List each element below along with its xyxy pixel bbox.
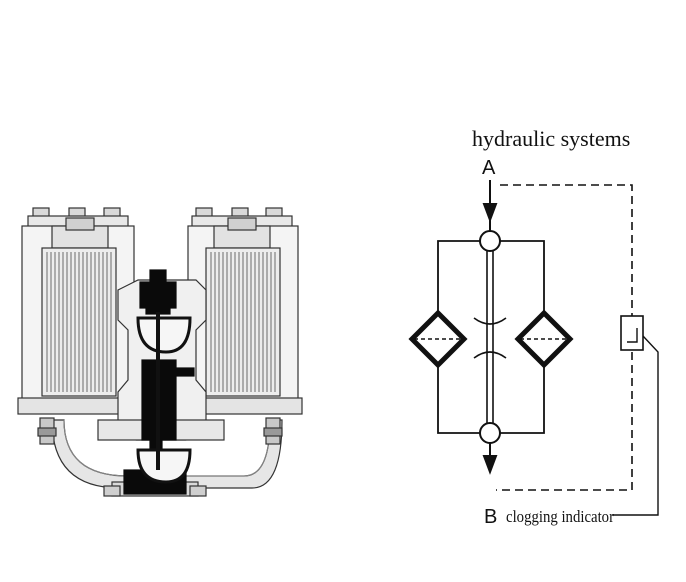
left-filter-housing bbox=[17, 207, 139, 445]
outlet-arrow bbox=[482, 455, 498, 475]
upper-valve-port bbox=[479, 230, 501, 252]
clogging-indicator-symbol bbox=[620, 315, 644, 351]
left-filter-symbol bbox=[408, 309, 468, 369]
orifice-lower bbox=[473, 351, 507, 359]
right-filter-symbol bbox=[514, 309, 574, 369]
changeover-valve bbox=[97, 269, 225, 495]
right-filter-housing bbox=[183, 207, 303, 445]
diagram-title: hydraulic systems bbox=[472, 126, 630, 151]
duplex-filter-cutaway bbox=[17, 207, 303, 497]
hydraulic-schematic: hydraulic systems A bbox=[408, 126, 659, 528]
inlet-arrow bbox=[482, 203, 498, 223]
pilot-line bbox=[496, 184, 633, 491]
orifice-upper bbox=[473, 317, 507, 325]
indicator-leader-line bbox=[612, 335, 659, 516]
clogging-indicator-label: clogging indicator bbox=[506, 507, 614, 526]
port-b-label: B bbox=[484, 506, 497, 528]
lower-valve-port bbox=[479, 422, 501, 444]
port-a-label: A bbox=[482, 157, 496, 179]
